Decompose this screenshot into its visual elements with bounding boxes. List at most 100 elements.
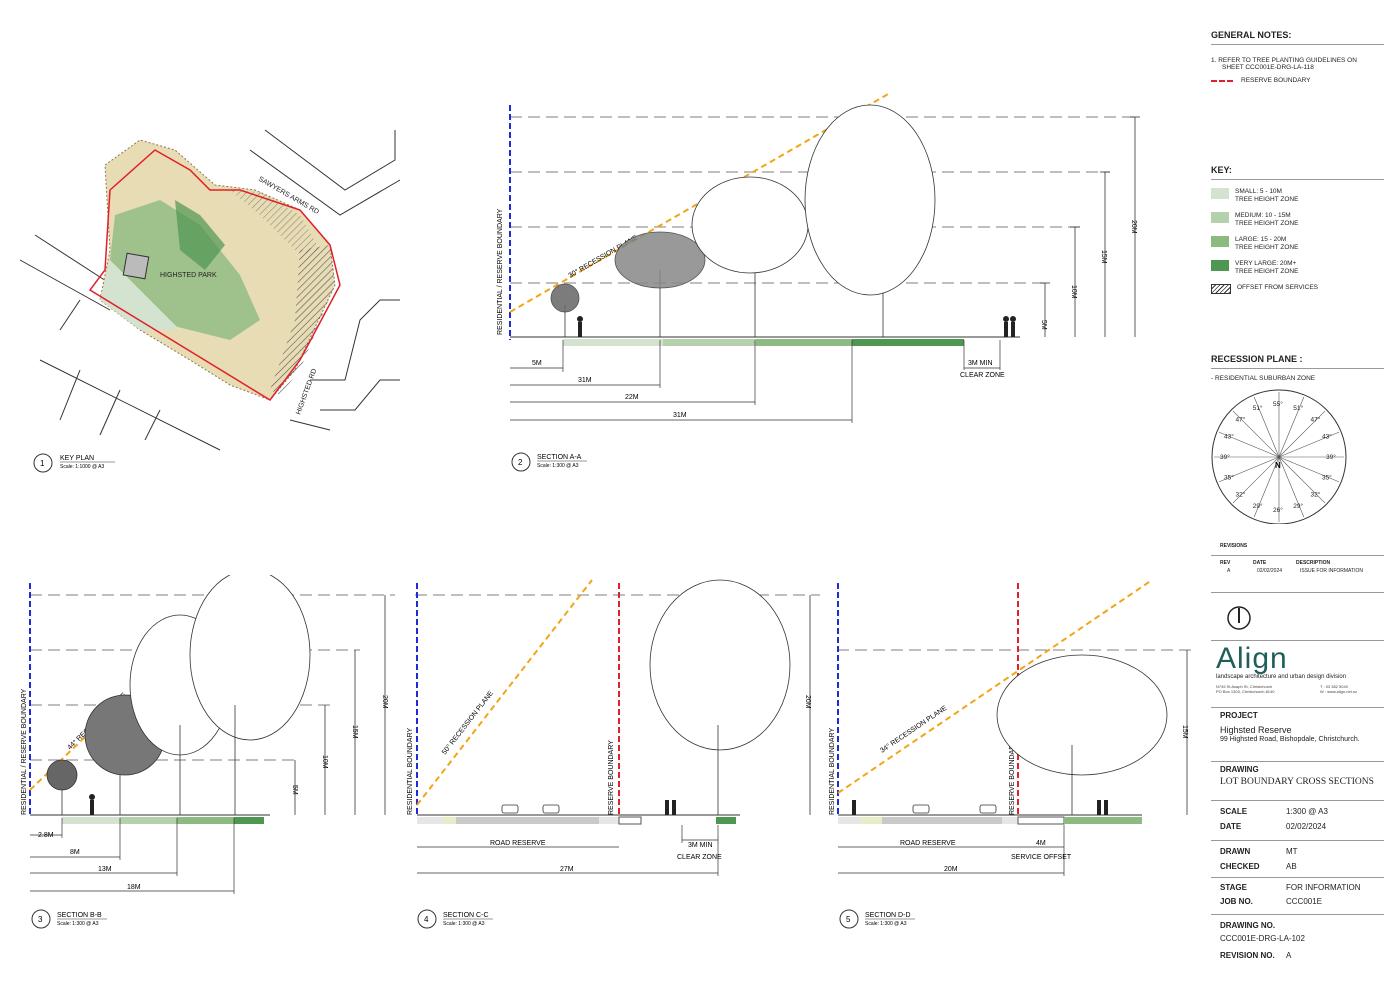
- site-green-dark: [175, 200, 225, 270]
- section-cc-title: SECTION C-C: [443, 912, 489, 919]
- revision-row: A 02/02/2024 ISSUE FOR INFORMATION: [1227, 568, 1363, 574]
- boundary-label: RESIDENTIAL BOUNDARY: [829, 728, 836, 815]
- dim-20m: 20M: [944, 866, 958, 873]
- service-offset-label: SERVICE OFFSET: [1011, 854, 1072, 861]
- height-label-20m: 20M: [804, 695, 811, 709]
- key-swatch: [1211, 260, 1229, 271]
- address-line1: N745 St Asaph St, Christchurch: [1216, 684, 1273, 689]
- project-name: Highsted Reserve: [1220, 725, 1292, 735]
- road-lines: [19, 129, 401, 451]
- height-dims: [1040, 116, 1140, 337]
- phone: T : 03 382 5040: [1320, 684, 1348, 689]
- project-label: PROJECT: [1220, 711, 1258, 720]
- checked-value: AB: [1286, 862, 1297, 871]
- dim-22m: 22M: [625, 394, 639, 401]
- north-arrow-icon: [1227, 606, 1251, 630]
- revision-no-value: A: [1286, 951, 1292, 960]
- desc-col: DESCRIPTION: [1296, 560, 1331, 566]
- dim-13m: 13M: [98, 866, 112, 873]
- compass-ray: [1278, 410, 1326, 458]
- road-reserve-label: ROAD RESERVE: [900, 840, 956, 847]
- height-label-5m: 5M: [1040, 320, 1047, 330]
- height-label-10m: 10M: [1070, 285, 1077, 299]
- compass-angle-label: 32°: [1310, 490, 1320, 498]
- key-swatch: [1211, 188, 1229, 199]
- height-label-15m: 15M: [1181, 725, 1188, 739]
- section-bb-title: SECTION B-B: [57, 912, 102, 919]
- horizontal-dims: [30, 818, 235, 894]
- height-label-5m: 5M: [291, 785, 298, 795]
- date-value: 02/02/2024: [1286, 822, 1327, 831]
- dim-4m: 4M: [1036, 840, 1046, 847]
- compass-angle-label: 39°: [1326, 453, 1336, 461]
- key-item-label: VERY LARGE: 20M+: [1235, 260, 1297, 267]
- road-label-highsted: HIGHSTED RD: [295, 368, 318, 416]
- trees: [550, 104, 936, 337]
- section-aa-title: SECTION A-A: [537, 454, 582, 461]
- drawing-no-label: DRAWING NO.: [1220, 921, 1276, 930]
- compass-angle-label: 55°: [1273, 400, 1283, 408]
- zone-medium: [663, 339, 756, 346]
- north-label: N: [1275, 461, 1281, 470]
- plane-label: 50° RECESSION PLANE: [440, 689, 495, 756]
- rev-col: REV: [1220, 560, 1231, 566]
- section-cc-scale: Scale: 1:300 @ A3: [443, 921, 485, 927]
- drawing-title: LOT BOUNDARY CROSS SECTIONS: [1220, 777, 1374, 787]
- compass-angle-label: 47°: [1310, 416, 1320, 424]
- compass-angle-label: 26°: [1273, 506, 1283, 514]
- height-label-15m: 15M: [1100, 250, 1107, 264]
- recession-heading: RECESSION PLANE :: [1211, 354, 1303, 364]
- reserve-boundary: [88, 149, 341, 401]
- clear-zone-dim: 3M MIN: [688, 842, 713, 849]
- recession-plane-line: [837, 579, 1153, 794]
- site-hatch: [270, 245, 335, 395]
- height-label-10m: 10M: [321, 755, 328, 769]
- boundary-label: RESIDENTIAL / RESERVE BOUNDARY: [497, 208, 504, 335]
- brand-block: Align landscape architecture and urban d…: [1216, 642, 1386, 694]
- compass-angle-label: 51°: [1293, 404, 1303, 412]
- zone-small: [563, 339, 663, 346]
- compass-angle-label: 43°: [1224, 433, 1234, 441]
- section-cc-number: 4: [424, 915, 429, 924]
- road-reserve-label: ROAD RESERVE: [490, 840, 546, 847]
- compass-ray: [1253, 456, 1280, 518]
- compass-angle-label: 32°: [1236, 490, 1246, 498]
- reserve-boundary-label: RESERVE BOUNDARY: [1241, 77, 1311, 84]
- key-item-label: SMALL: 5 - 10M: [1235, 188, 1282, 195]
- compass-ray: [1218, 431, 1280, 458]
- dim-27m: 27M: [560, 866, 574, 873]
- park-label: HIGHSTED PARK: [160, 272, 217, 279]
- brand-tagline: landscape architecture and urban design …: [1216, 674, 1347, 680]
- compass-angle-label: 47°: [1236, 416, 1246, 424]
- height-dims: [294, 595, 386, 815]
- key-swatch: [1211, 212, 1229, 223]
- job-no-label: JOB NO.: [1220, 897, 1253, 906]
- drawing-label: DRAWING: [1220, 765, 1259, 774]
- section-aa: 5M 10M 15M 20M RESIDENTIAL / RESERVE BOU…: [497, 92, 1140, 472]
- date-label: DATE: [1220, 822, 1242, 831]
- key-plan-number-circle: [33, 453, 53, 473]
- compass-ray: [1278, 456, 1340, 483]
- compass-ray: [1278, 456, 1305, 518]
- compass-ray: [1278, 431, 1340, 458]
- revision-no-label: REVISION NO.: [1220, 951, 1275, 960]
- align-logo: Align: [1216, 642, 1288, 675]
- scale-value: 1:300 @ A3: [1286, 807, 1328, 816]
- key-item-sublabel: TREE HEIGHT ZONE: [1235, 196, 1299, 203]
- horizontal-dims: [838, 825, 1065, 876]
- clear-zone-label: CLEAR ZONE: [677, 854, 722, 861]
- height-label-15m: 15M: [351, 725, 358, 739]
- recession-zone: - RESIDENTIAL SUBURBAN ZONE: [1211, 375, 1316, 382]
- dim-18m: 18M: [127, 884, 141, 891]
- address-line2: PO Box 1303, Christchurch 8140: [1216, 689, 1275, 694]
- key-item-label: OFFSET FROM SERVICES: [1237, 284, 1319, 291]
- zone-large: [756, 339, 852, 346]
- key-item: VERY LARGE: 20M+TREE HEIGHT ZONE: [1211, 260, 1386, 276]
- key-item-sublabel: TREE HEIGHT ZONE: [1235, 220, 1299, 227]
- dim-2-8m: 2.8M: [38, 832, 54, 839]
- section-dd-scale: Scale: 1:300 @ A3: [865, 921, 907, 927]
